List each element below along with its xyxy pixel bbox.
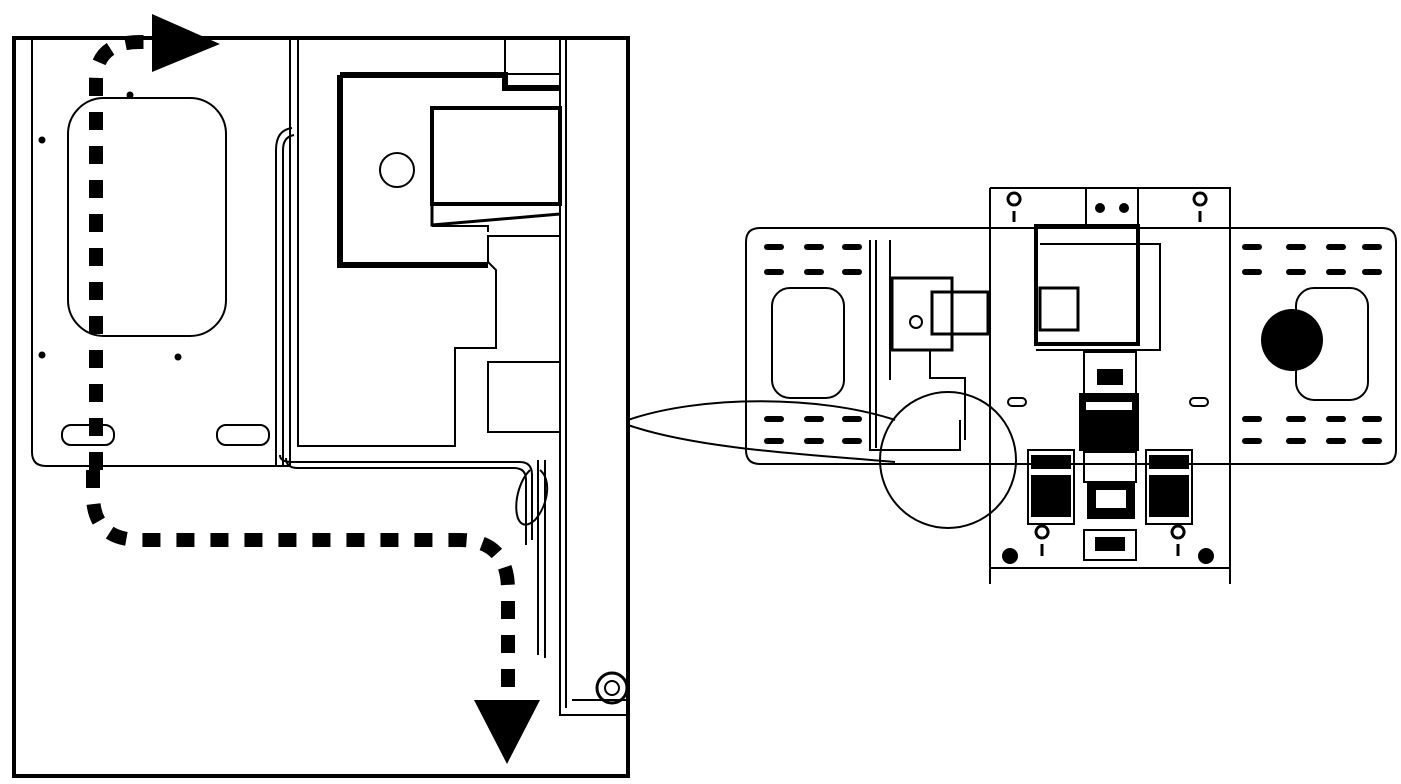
post-screw: [604, 680, 620, 696]
keyhole-icon: [1006, 191, 1022, 222]
plate-cutout: [67, 97, 227, 337]
keyhole-icon: [1170, 524, 1186, 556]
back-plate-cutout-left: [771, 287, 845, 399]
plate-dot: [38, 136, 46, 144]
plate-dot: [126, 91, 134, 99]
detail-frame: [12, 36, 630, 778]
center-bracket: [297, 40, 562, 447]
keyhole-icon: [1192, 191, 1208, 222]
cable: [279, 454, 549, 658]
arrowhead-down-icon: [474, 700, 540, 764]
screw-icon: [1002, 548, 1018, 564]
callout-1: 1: [1261, 309, 1323, 371]
dashed-arrow-up: [89, 14, 220, 470]
detail-view: [12, 14, 630, 778]
center-spine: [1079, 351, 1139, 561]
overview-view: 1: [745, 187, 1397, 584]
plate-slot: [61, 424, 115, 446]
keyhole-icon: [1034, 524, 1050, 556]
plate-dot: [174, 353, 182, 361]
slot-row-top: [764, 244, 1382, 275]
dashed-arrow-down: [86, 470, 540, 764]
plate-rail: [275, 127, 295, 465]
screw-icon: [1198, 548, 1214, 564]
top-block: [1034, 224, 1161, 351]
inner-bracket: [869, 240, 990, 451]
clamp-left: [1027, 449, 1075, 525]
post-screw: [595, 671, 629, 705]
magnifier-circle: [879, 391, 1017, 529]
callout-badge: [1261, 309, 1323, 371]
back-plate: [745, 227, 1397, 465]
clamp-right: [1145, 449, 1193, 525]
magnifier-connector: [627, 391, 1017, 529]
bracket-hole: [379, 152, 415, 188]
plate-slot: [216, 424, 270, 446]
slot-row-bottom: [764, 416, 1382, 444]
callout-number: 1: [1286, 330, 1297, 352]
plate-dot: [38, 351, 46, 359]
arrowhead-right-icon: [152, 14, 220, 72]
wall-panel: [989, 187, 1231, 584]
wall-post: [559, 40, 629, 716]
mounting-plate: [31, 40, 291, 467]
